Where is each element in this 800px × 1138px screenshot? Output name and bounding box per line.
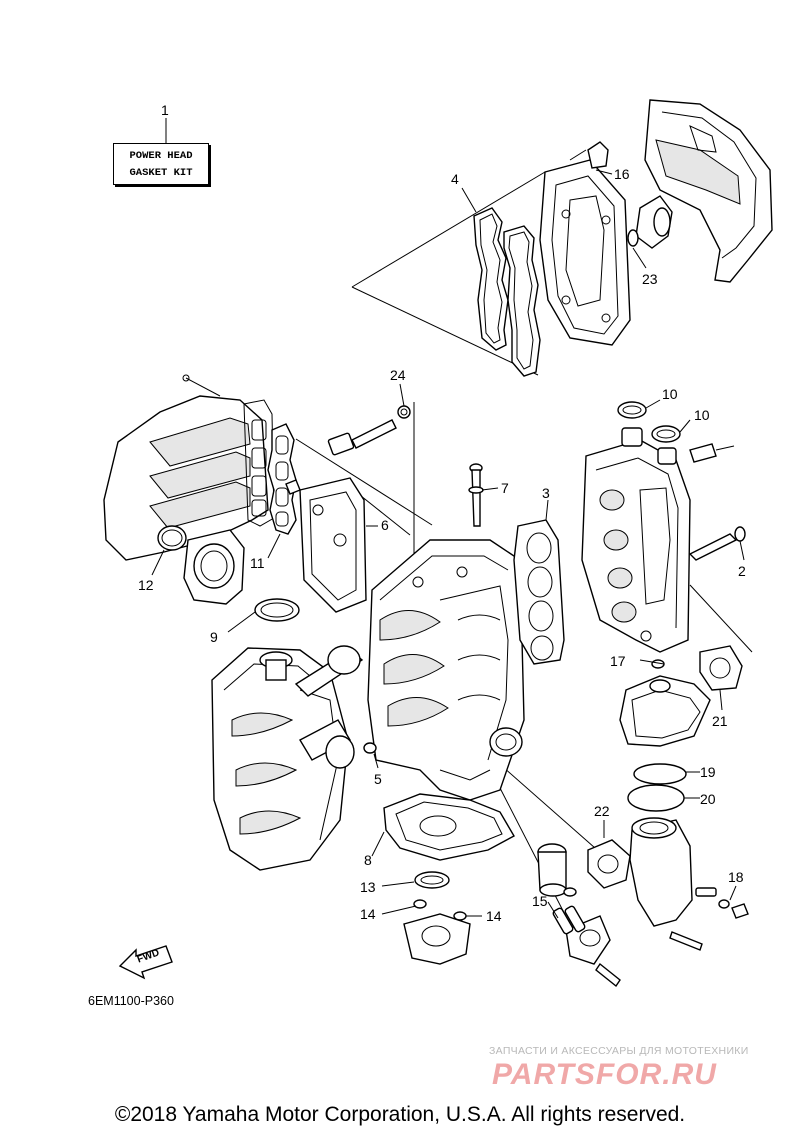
crankcase-lower bbox=[211, 647, 349, 871]
cylinder-head-cover bbox=[539, 141, 631, 346]
throttle-body bbox=[151, 525, 245, 605]
callout-1: 1 bbox=[161, 102, 169, 118]
cylinder-block bbox=[367, 539, 525, 801]
callout-12: 12 bbox=[138, 577, 154, 593]
exhaust-guide bbox=[619, 659, 711, 747]
callout-labels: 1 2 3 4 5 6 7 8 9 10 10 11 12 13 14 14 1… bbox=[138, 102, 746, 924]
callout-10b: 10 bbox=[694, 407, 710, 423]
head-cover-gasket bbox=[473, 207, 541, 377]
cylinder-head-gasket bbox=[513, 499, 565, 665]
intake-manifold bbox=[103, 374, 275, 561]
callout-8: 8 bbox=[364, 852, 372, 868]
callout-21: 21 bbox=[712, 713, 728, 729]
oil-pressure-bolt bbox=[468, 463, 499, 527]
exhaust-manifold bbox=[629, 817, 693, 927]
crank-oil-seal-9 bbox=[227, 598, 300, 633]
watermark-tagline: ЗАПЧАСТИ И АКСЕССУАРЫ ДЛЯ МОТОТЕХНИКИ bbox=[489, 1045, 749, 1057]
kit-label-line1: POWER HEAD bbox=[129, 150, 193, 162]
copyright-notice: ©2018 Yamaha Motor Corporation, U.S.A. A… bbox=[114, 1103, 686, 1126]
exhaust-orings bbox=[627, 763, 700, 812]
crankcase-oring-5 bbox=[363, 742, 379, 769]
callout-18: 18 bbox=[728, 869, 744, 885]
crankcase-bottom-gasket bbox=[371, 793, 515, 861]
plug-seal-2 bbox=[688, 526, 746, 561]
crankshaft-assembly bbox=[259, 645, 364, 769]
gasket-kit-label: POWER HEAD GASKET KIT bbox=[113, 143, 209, 185]
intake-gasket bbox=[267, 423, 297, 559]
callout-2: 2 bbox=[738, 563, 746, 579]
callout-19: 19 bbox=[700, 764, 716, 780]
assembly-guide-lines bbox=[295, 171, 753, 941]
exhaust-gasket-21 bbox=[699, 645, 743, 711]
callout-24: 24 bbox=[390, 367, 406, 383]
callout-14b: 14 bbox=[486, 908, 502, 924]
callout-4: 4 bbox=[451, 171, 459, 187]
callout-23: 23 bbox=[642, 271, 658, 287]
fwd-arrow-icon bbox=[118, 945, 173, 980]
camshaft-seals bbox=[617, 399, 735, 465]
temperature-sensor bbox=[327, 383, 411, 456]
callout-15: 15 bbox=[532, 893, 548, 909]
kit-label-line2: GASKET KIT bbox=[129, 167, 193, 179]
callout-3: 3 bbox=[542, 485, 550, 501]
callout-14a: 14 bbox=[360, 906, 376, 922]
crankcase-cover-plate bbox=[285, 477, 378, 613]
oil-pump bbox=[381, 899, 482, 965]
callout-22: 22 bbox=[594, 803, 610, 819]
callout-16: 16 bbox=[614, 166, 630, 182]
callout-17: 17 bbox=[610, 653, 626, 669]
callout-9: 9 bbox=[210, 629, 218, 645]
thermostat-housing bbox=[627, 195, 673, 269]
cylinder-head bbox=[581, 439, 691, 653]
reference-code: 6EM1100-P360 bbox=[88, 994, 174, 1008]
callout-20: 20 bbox=[700, 791, 716, 807]
exhaust-gasket-22 bbox=[587, 820, 631, 889]
upper-timing-cover bbox=[644, 99, 773, 283]
oil-filter bbox=[537, 843, 621, 988]
exhaust-bolt-18 bbox=[669, 885, 749, 951]
callout-11: 11 bbox=[250, 555, 265, 571]
oil-seal-13 bbox=[381, 871, 450, 889]
watermark-logo: PARTSFOR.RU bbox=[492, 1058, 717, 1091]
callout-13: 13 bbox=[360, 879, 376, 895]
callout-7: 7 bbox=[501, 480, 509, 496]
callout-6: 6 bbox=[381, 517, 389, 533]
callout-10a: 10 bbox=[662, 386, 678, 402]
callout-5: 5 bbox=[374, 771, 382, 787]
